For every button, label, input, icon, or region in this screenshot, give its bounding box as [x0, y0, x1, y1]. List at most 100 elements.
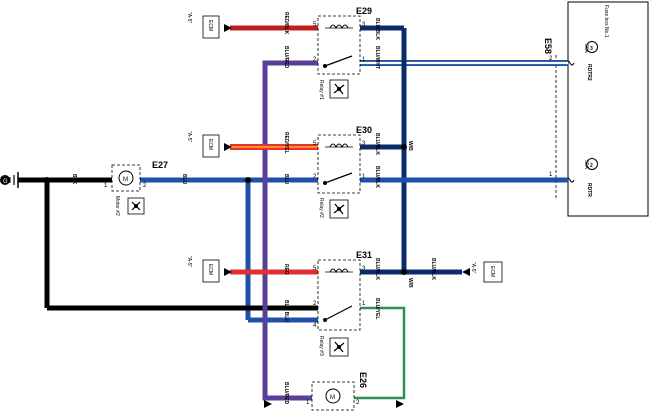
ecm-ref: "A-5": [186, 12, 192, 24]
ecm-label: ECM: [207, 139, 213, 150]
fan-icon: [329, 337, 349, 357]
pin-2: 2: [143, 183, 147, 189]
pin-1: 1: [362, 174, 366, 180]
relay-coil: [329, 268, 349, 274]
pin-3: 3: [362, 266, 366, 272]
fuse-box-title: Fuse box No.1: [603, 5, 609, 38]
connector-e30-label: E30: [356, 125, 372, 135]
fuse-rating-30a: 30A: [583, 44, 589, 54]
relay-2: E30 5 3 2 1 Relay #2: [313, 125, 372, 219]
wire-label-red-yel: RED/YEL: [283, 132, 289, 154]
ecm-ref-2: ECM "A-5": [186, 131, 232, 158]
pin-4: 4: [313, 323, 317, 329]
ecm-ref: "A-5": [186, 256, 192, 268]
arrow-icon: [224, 143, 232, 151]
wire-label-w-b: W/B: [407, 278, 413, 288]
wire-label-red-blk: RED/BLK: [283, 12, 289, 35]
pin-2: 2: [313, 57, 317, 63]
ecm-ref-4: ECM "A-5": [462, 261, 503, 283]
motor-e26: M E26 1 2: [306, 372, 368, 411]
pin-5: 5: [313, 141, 317, 147]
arrow-icon: [462, 268, 470, 276]
wire-label-blu-yel: BLU/YEL: [374, 298, 380, 319]
pin-1: 1: [362, 301, 366, 307]
connector-e31-label: E31: [356, 250, 372, 260]
pin-2: 2: [356, 400, 360, 406]
pin-2: 2: [549, 56, 553, 62]
relay-switch: [324, 55, 353, 67]
ecm-ref-1: ECM "A-5": [186, 12, 232, 39]
wire-label-blu-red: BLU/RED: [283, 382, 289, 405]
wire-label-blu-blk: BLU/BLK: [374, 166, 380, 188]
ground-number-badge: [0, 175, 10, 185]
ecm-ref-3: ECM "A-5": [186, 256, 232, 283]
fuse-number-3: 3: [590, 46, 593, 52]
ground-symbol: G: [0, 172, 19, 188]
motor-icon: [325, 388, 341, 404]
pin-2: 2: [313, 174, 317, 180]
connector-e58: E58 2 1: [543, 38, 557, 198]
splice-dot: [401, 269, 407, 275]
pin-3: 3: [362, 141, 366, 147]
wire-label-blu: BLU: [181, 174, 187, 185]
connector-e29-label: E29: [356, 6, 372, 16]
connector-e26-label: E26: [358, 372, 368, 388]
relay-coil: [329, 143, 349, 149]
wire-label-blk: BLK: [71, 174, 77, 185]
wire-blu-red: [262, 60, 318, 401]
fan-icon: [127, 197, 145, 215]
connector-e58-label: E58: [543, 38, 553, 54]
motor-m-glyph: M: [123, 177, 128, 183]
wire-label-w-b: W/B: [407, 141, 413, 151]
relay-3: E31 5 3 2 1 4 Relay #3: [313, 250, 372, 357]
fuse-number-circle: [586, 158, 598, 170]
ecm-label: ECM: [489, 266, 495, 277]
splice-dot: [245, 177, 251, 183]
relay-1: E29 5 3 2 1 Relay #1: [313, 6, 372, 100]
relay-2-label: Relay #2: [318, 198, 324, 218]
relay-switch: [324, 305, 353, 321]
fuse-box: Fuse box No.1 3 30A RDTR2 2 30A RDTR: [565, 1, 649, 217]
splice-dot: [44, 177, 50, 183]
arrow-icon: [264, 400, 272, 408]
pin-1: 1: [104, 183, 108, 189]
wire-label-blu-red: BLU/RED: [283, 46, 289, 69]
arrow-icon: [224, 268, 232, 276]
pin-5: 5: [313, 22, 317, 28]
ecm-label: ECM: [207, 264, 213, 275]
fan-icon: [329, 199, 349, 219]
fuse-name-rdtr2: RDTR2: [586, 64, 592, 81]
motor-2: M E27 1 2 Motor #2: [104, 160, 168, 216]
pin-1: 1: [362, 57, 366, 63]
pin-3: 3: [362, 22, 366, 28]
fan-icon: [329, 79, 349, 99]
pin-1: 1: [306, 400, 310, 406]
motor-2-label: Motor #2: [114, 196, 120, 216]
splice-dot: [401, 144, 407, 150]
wire-label-blu-blk: BLU/BLK: [374, 258, 380, 280]
wire-blu-yel: [354, 306, 406, 400]
ground-label: G: [3, 179, 8, 185]
ecm-ref: "A-5": [186, 131, 192, 143]
motor-m-glyph: M: [330, 395, 335, 401]
wire-label-red: RED: [283, 264, 289, 275]
fuse-rating-30a: 30A: [583, 160, 589, 170]
wire-label-blu-blk: BLU/BLK: [374, 18, 380, 40]
relay-coil: [329, 24, 349, 30]
wire-label-blu: BLU: [283, 174, 289, 185]
fuse-number-circle: [586, 41, 598, 53]
ecm-label: ECM: [207, 20, 213, 31]
wire-label-blu-wht: BLU/WHT: [374, 46, 380, 69]
wire-label-blu-blk: BLU/BLK: [430, 258, 436, 280]
arrow-icon: [224, 24, 232, 32]
relay-1-label: Relay #1: [318, 80, 324, 100]
connector-e27-label: E27: [152, 160, 168, 170]
ecm-ref: "A-5": [470, 262, 476, 274]
pin-1: 1: [549, 172, 553, 178]
wire-label-blu-blk: BLU/BLK: [374, 133, 380, 155]
fuse-number-2: 2: [590, 163, 593, 169]
pin-5: 5: [313, 266, 317, 272]
pin-2: 2: [313, 301, 317, 307]
relay-3-label: Relay #3: [318, 336, 324, 356]
